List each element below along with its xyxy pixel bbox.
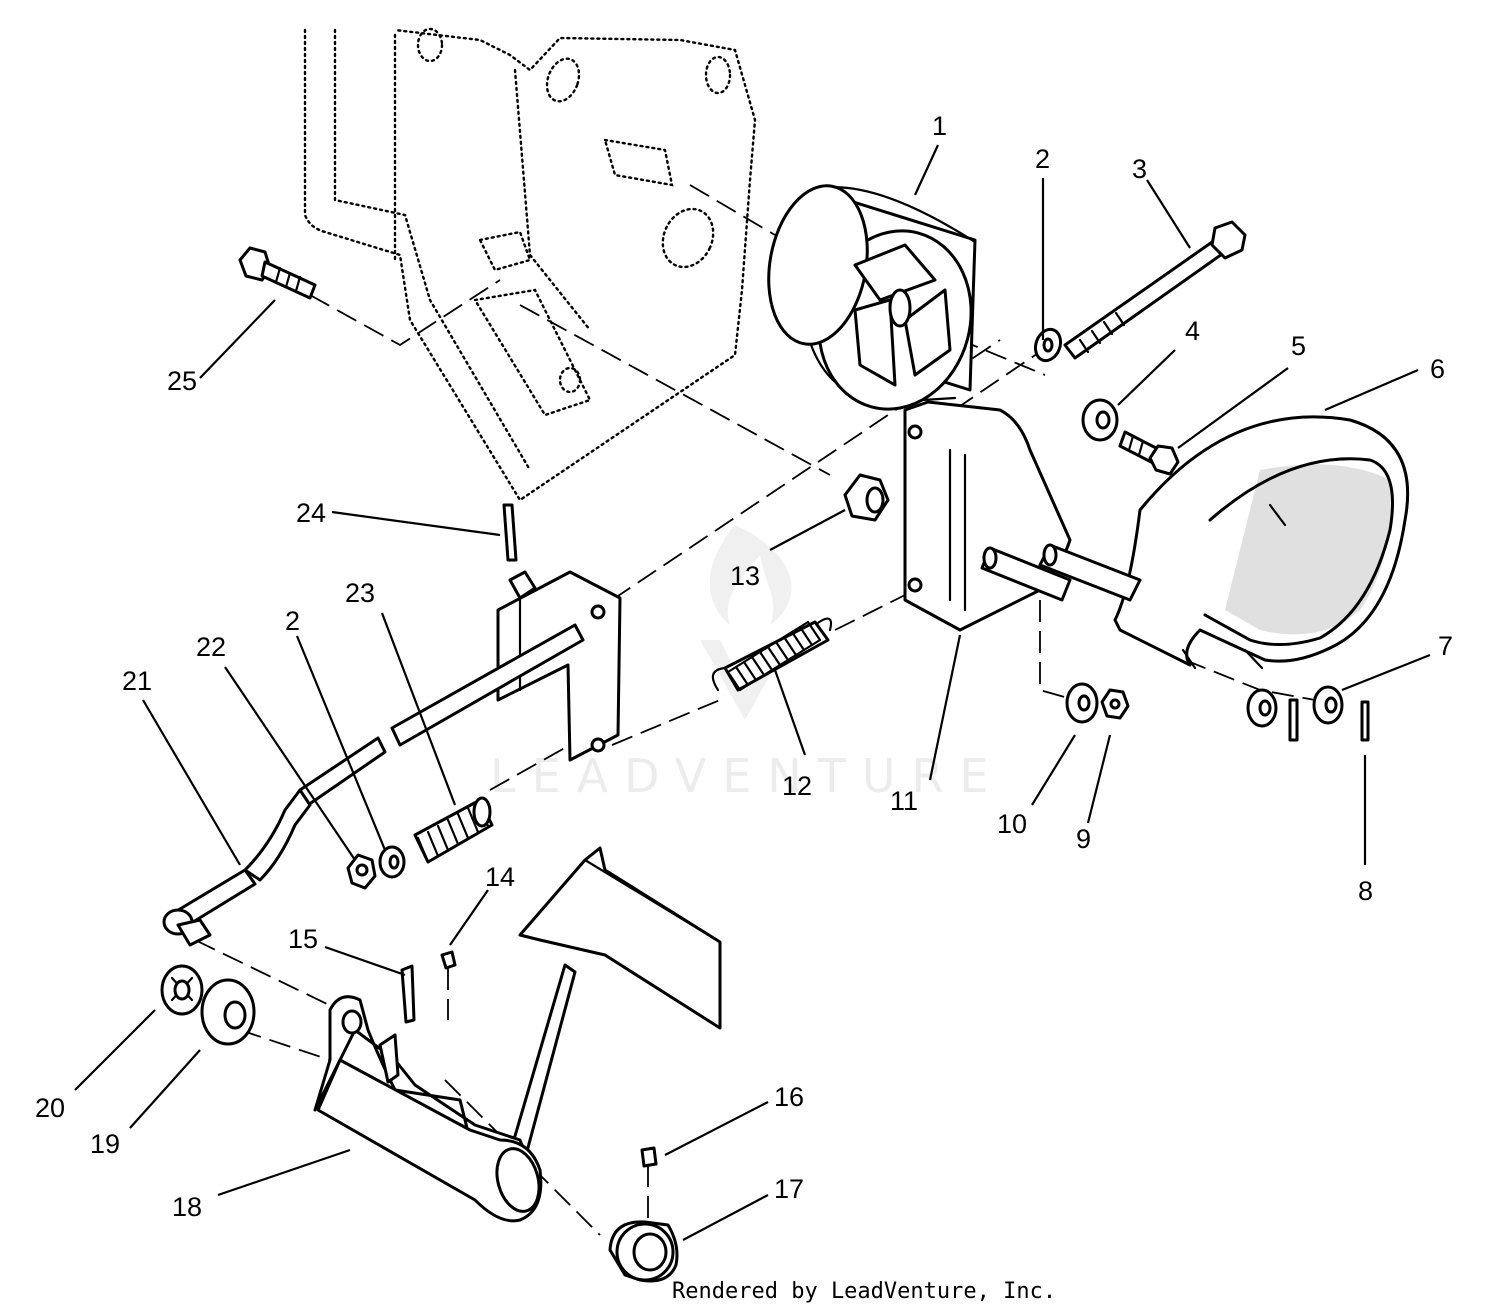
pulley-1 xyxy=(767,184,977,411)
nut-9 xyxy=(1100,688,1130,720)
callout-4: 4 xyxy=(1185,316,1200,346)
cotter-pin-8 xyxy=(1288,698,1370,742)
callout-18: 18 xyxy=(172,1192,202,1222)
watermark-text: LEADVENTURE xyxy=(490,749,1005,803)
callout-6: 6 xyxy=(1430,354,1445,384)
callout-12: 12 xyxy=(782,771,812,801)
set-screw-16 xyxy=(640,1146,658,1168)
nut-22 xyxy=(346,853,377,890)
callout-1: 1 xyxy=(932,111,947,141)
leader-lines xyxy=(74,144,1431,1241)
bracket-pins xyxy=(980,543,1142,602)
callout-7: 7 xyxy=(1438,631,1453,661)
grease-fitting-14 xyxy=(440,950,457,1020)
washer-2 xyxy=(1033,327,1063,363)
callout-17: 17 xyxy=(774,1174,804,1204)
washer-4 xyxy=(1081,398,1119,442)
washer-19 xyxy=(200,978,256,1046)
rod-21 xyxy=(162,623,585,947)
callout-2b: 2 xyxy=(285,606,300,636)
callout-16: 16 xyxy=(774,1082,804,1112)
frame-outline xyxy=(303,27,757,502)
bolt-25 xyxy=(238,246,317,300)
callout-13: 13 xyxy=(730,561,760,591)
bolt-3 xyxy=(1063,220,1247,360)
callout-15: 15 xyxy=(288,924,318,954)
callout-10: 10 xyxy=(997,809,1027,839)
callout-8: 8 xyxy=(1358,876,1373,906)
credit-text: Rendered by LeadVenture, Inc. xyxy=(672,1279,1056,1304)
callout-23: 23 xyxy=(345,578,375,608)
brake-band-6 xyxy=(1113,415,1410,670)
callout-11: 11 xyxy=(890,786,918,816)
callout-14: 14 xyxy=(485,862,515,892)
callout-25: 25 xyxy=(167,366,197,396)
callout-22: 22 xyxy=(196,632,226,662)
bracket-11 xyxy=(903,400,1072,632)
brake-pedal-18 xyxy=(313,846,722,1223)
washer-7 xyxy=(1246,685,1344,728)
spring-23 xyxy=(413,796,494,864)
washer-10 xyxy=(1065,682,1099,724)
spring-12 xyxy=(711,617,833,692)
callout-3: 3 xyxy=(1132,154,1147,184)
lever-bracket xyxy=(496,570,622,762)
cotter-pin-24 xyxy=(502,503,518,562)
washer-2b xyxy=(378,845,406,879)
callout-21: 21 xyxy=(122,666,152,696)
callout-2: 2 xyxy=(1035,144,1050,174)
locknut-20 xyxy=(160,964,204,1016)
bolt-5 xyxy=(1118,430,1180,476)
callout-24: 24 xyxy=(296,498,326,528)
callout-20: 20 xyxy=(35,1093,65,1123)
callout-9: 9 xyxy=(1076,824,1091,854)
callout-19: 19 xyxy=(90,1129,120,1159)
cotter-pin-15 xyxy=(400,964,416,1024)
collar-17 xyxy=(608,1220,679,1283)
callout-labels: 1 2 3 4 5 6 7 8 9 10 11 12 13 14 15 16 1… xyxy=(35,111,1453,1222)
bushing-13 xyxy=(843,473,890,522)
callout-5: 5 xyxy=(1291,331,1306,361)
